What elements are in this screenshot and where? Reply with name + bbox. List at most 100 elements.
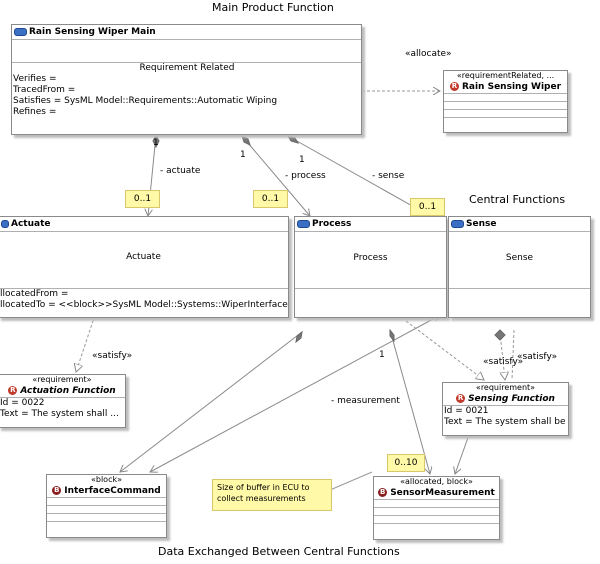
sense-satisfy-edge [499, 331, 505, 380]
sense-satisfy-label-2: «satisfy» [517, 352, 558, 362]
measurement-multiplicity: 0..10 [387, 454, 425, 472]
sensing-stereotype: «requirement» [475, 383, 536, 392]
sense-body: Sense [449, 231, 590, 288]
actuation-id: Id = 0022 [0, 398, 45, 408]
process-role-one: 1 [240, 150, 246, 160]
interface-stereotype: «block» [90, 475, 122, 484]
main-block-body [12, 39, 361, 62]
requirement-r-icon: R [456, 394, 466, 403]
sense-satisfy-label: «satisfy» [483, 357, 524, 367]
sensor-stereotype: «allocated, block» [400, 477, 473, 486]
requirement-r-icon: R [449, 82, 459, 91]
sense-role-one: 1 [299, 155, 305, 165]
sensor-compartment [374, 515, 499, 523]
main-traced-from: TracedFrom = [13, 85, 76, 95]
process-sensor-diamond [389, 328, 395, 343]
sensor-compartment [374, 523, 499, 531]
rsw-compartment [444, 93, 567, 101]
process-interface-edge [120, 331, 303, 472]
main-block-header: Rain Sensing Wiper Main [12, 25, 361, 39]
process-role-label: - process [285, 171, 326, 181]
actuation-stereotype: «requirement» [32, 375, 92, 384]
process-header: Process [295, 217, 446, 231]
sense-header: Sense [449, 217, 590, 231]
sensor-compartment [374, 499, 499, 507]
rsw-compartment [444, 117, 567, 125]
actuate-header: Actuate [0, 217, 288, 231]
rsw-compartment [444, 101, 567, 109]
main-block-name: Rain Sensing Wiper Main [29, 27, 156, 37]
rain-sensing-wiper-main-block[interactable]: Rain Sensing Wiper Main Requirement Rela… [11, 24, 362, 135]
main-block-attributes: Requirement Related Verifies = TracedFro… [12, 62, 361, 118]
sensor-compartment [374, 507, 499, 515]
process-name: Process [312, 219, 352, 229]
block-icon [1, 219, 9, 228]
main-verifies: Verifies = [13, 74, 57, 84]
interface-compartment [47, 505, 166, 513]
interface-compartment [47, 521, 166, 529]
actuate-attributes: llocatedFrom = llocatedTo = <<block>>Sys… [0, 288, 288, 311]
sensing-name: Sensing Function [468, 394, 555, 404]
sense-satisfy-edge-2 [511, 329, 515, 381]
sense-attributes [449, 288, 590, 289]
data-exchanged-title: Data Exchanged Between Central Functions [158, 545, 400, 558]
buffer-size-note: Size of buffer in ECU to collect measure… [212, 479, 332, 511]
actuate-diamond [152, 133, 160, 149]
actuate-name: Actuate [11, 219, 51, 229]
interface-compartment [47, 497, 166, 505]
sense-role-label: - sense [372, 171, 405, 181]
block-icon [14, 27, 27, 36]
interface-name: InterfaceCommand [64, 486, 161, 496]
process-body: Process [295, 231, 446, 288]
sense-name: Sense [466, 219, 497, 229]
rsw-name: Rain Sensing Wiper [461, 82, 562, 92]
sense-interface-edge [150, 311, 447, 472]
actuate-body: Actuate [0, 231, 288, 288]
sensing-attributes: Id = 0021 Text = The system shall be ... [443, 405, 568, 428]
actuate-role-label: - actuate [160, 166, 201, 176]
actuate-block[interactable]: Actuate Actuate llocatedFrom = llocatedT… [0, 216, 289, 318]
block-b-icon: B [52, 486, 62, 495]
sense-diamond [286, 135, 300, 144]
process-satisfy-edge [401, 317, 484, 380]
block-icon [297, 219, 310, 228]
actuation-name: Actuation Function [20, 386, 116, 396]
note-anchor [329, 471, 373, 491]
actuation-text: Text = The system shall ... [0, 409, 119, 419]
requirement-r-icon: R [8, 386, 18, 395]
sense-block[interactable]: Sense Sense [448, 216, 591, 318]
block-b-icon: B [378, 488, 388, 497]
process-block[interactable]: Process Process [294, 216, 447, 318]
actuate-role-one: 1 [153, 138, 159, 148]
process-edge [241, 135, 310, 216]
actuate-multiplicity: 0..1 [125, 190, 160, 208]
main-product-function-title: Main Product Function [212, 1, 334, 14]
actuation-satisfy-label: «satisfy» [92, 351, 133, 361]
measurement-role-label: - measurement [331, 396, 400, 406]
block-icon [451, 219, 464, 228]
sensing-sensor-edge [455, 431, 471, 474]
sensing-id: Id = 0021 [444, 406, 489, 416]
actuation-attributes: Id = 0022 Text = The system shall ... [0, 397, 125, 420]
process-multiplicity: 0..1 [253, 190, 288, 208]
interface-compartment [47, 513, 166, 521]
main-refines: Refines = [13, 107, 57, 117]
allocate-label: «allocate» [405, 49, 452, 59]
process-attributes [295, 288, 446, 289]
main-satisfies: Satisfies = SysML Model::Requirements::A… [13, 96, 278, 106]
actuate-allocated-to: llocatedTo = <<block>>SysML Model::Syste… [0, 300, 288, 310]
rsw-compartment [444, 109, 567, 117]
process-sensor-edge [389, 329, 430, 474]
rsw-stereotype: «requirementRelated, ... [456, 71, 555, 80]
sensor-name: SensorMeasurement [390, 488, 495, 498]
